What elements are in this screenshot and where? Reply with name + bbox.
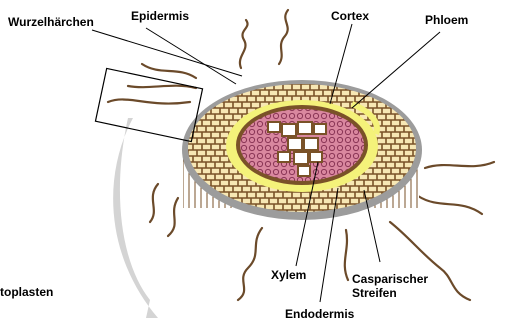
label-phloem: Phloem (425, 13, 468, 27)
label-casparischer-streifen-line2: Streifen (352, 286, 397, 300)
label-protoplasten: toplasten (0, 285, 53, 299)
label-cortex: Cortex (331, 9, 369, 23)
label-epidermis: Epidermis (131, 9, 189, 23)
label-casparischer-streifen-line1: Casparischer (352, 272, 428, 286)
root-cross-section (182, 80, 422, 220)
zoom-box (95, 68, 202, 141)
label-endodermis: Endodermis (285, 307, 355, 321)
label-wurzelhaerchen: Wurzelhärchen (8, 15, 94, 29)
label-xylem: Xylem (271, 268, 306, 282)
curved-arrow (113, 118, 158, 318)
